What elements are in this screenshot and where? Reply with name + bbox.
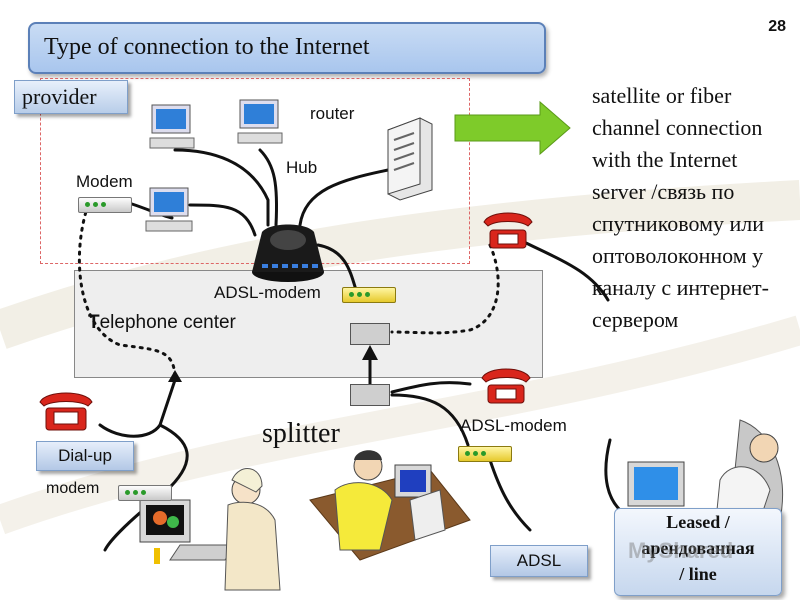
cable-adsl-pc-right — [488, 458, 532, 532]
person-icon-right — [627, 419, 784, 521]
modem-top-label: Modem — [76, 172, 133, 191]
modem-device-bottom — [118, 485, 172, 501]
watermark: MyShared — [628, 538, 734, 563]
phone-icon-left — [39, 392, 93, 431]
adsl-modem-right-label: ADSL-modem — [460, 416, 567, 435]
person-icon-center — [309, 450, 471, 561]
title-bar — [28, 22, 546, 74]
cable-phone-bottom — [390, 381, 472, 394]
cable-pc1-hub — [173, 148, 270, 227]
router-label: router — [310, 104, 355, 123]
dial-up-button[interactable]: Dial-up — [36, 441, 134, 471]
computer-icon-2 — [237, 99, 283, 144]
person-icon-left — [139, 468, 281, 591]
slide-title: Type of connection to the Internet — [44, 34, 370, 60]
up-arrow-center — [362, 345, 378, 360]
page-number: 28 — [768, 18, 786, 35]
provider-label: provider — [22, 84, 97, 109]
green-arrow-icon — [454, 100, 571, 156]
leased-line-2: арендованная — [641, 538, 755, 558]
cable-pc3-hub — [188, 203, 257, 237]
dotted-modem-telcenter — [77, 203, 177, 382]
splitter-label: splitter — [262, 418, 340, 449]
server-icon — [387, 117, 433, 201]
phone-icon-bottom-right — [481, 368, 531, 404]
modem-bottom-label: modem — [46, 480, 100, 497]
computer-icon-3 — [145, 187, 193, 232]
leased-line-box[interactable]: Leased / арендованная / line — [614, 508, 782, 596]
hub-icon — [252, 224, 324, 282]
computer-icon-1 — [149, 104, 195, 149]
phone-icon-right — [483, 212, 533, 249]
hub-label: Hub — [286, 158, 318, 177]
splitter-box-center — [350, 323, 390, 345]
adsl-modem-device-center — [342, 287, 396, 303]
splitter-box-bottom — [350, 384, 390, 406]
dotted-right-telcenter — [390, 243, 500, 335]
leased-line-1: Leased / — [666, 512, 730, 532]
cable-hub-adsl — [316, 243, 358, 292]
up-arrow-left — [168, 370, 182, 382]
leased-line-3: / line — [679, 564, 717, 584]
modem-device-top — [78, 197, 132, 213]
cable-hub-router — [298, 168, 390, 227]
side-description: satellite or fiber channel connection wi… — [592, 83, 769, 332]
adsl-button[interactable]: ADSL — [490, 545, 588, 577]
cable-phone-right — [518, 238, 610, 302]
cable-right-pc — [604, 438, 622, 512]
provider-label-box — [14, 80, 128, 114]
cable-splitter-adsl — [390, 393, 470, 447]
adsl-modem-center-label: ADSL-modem — [214, 283, 321, 302]
adsl-modem-device-right — [458, 446, 512, 462]
cable-pc2-hub — [258, 148, 279, 227]
